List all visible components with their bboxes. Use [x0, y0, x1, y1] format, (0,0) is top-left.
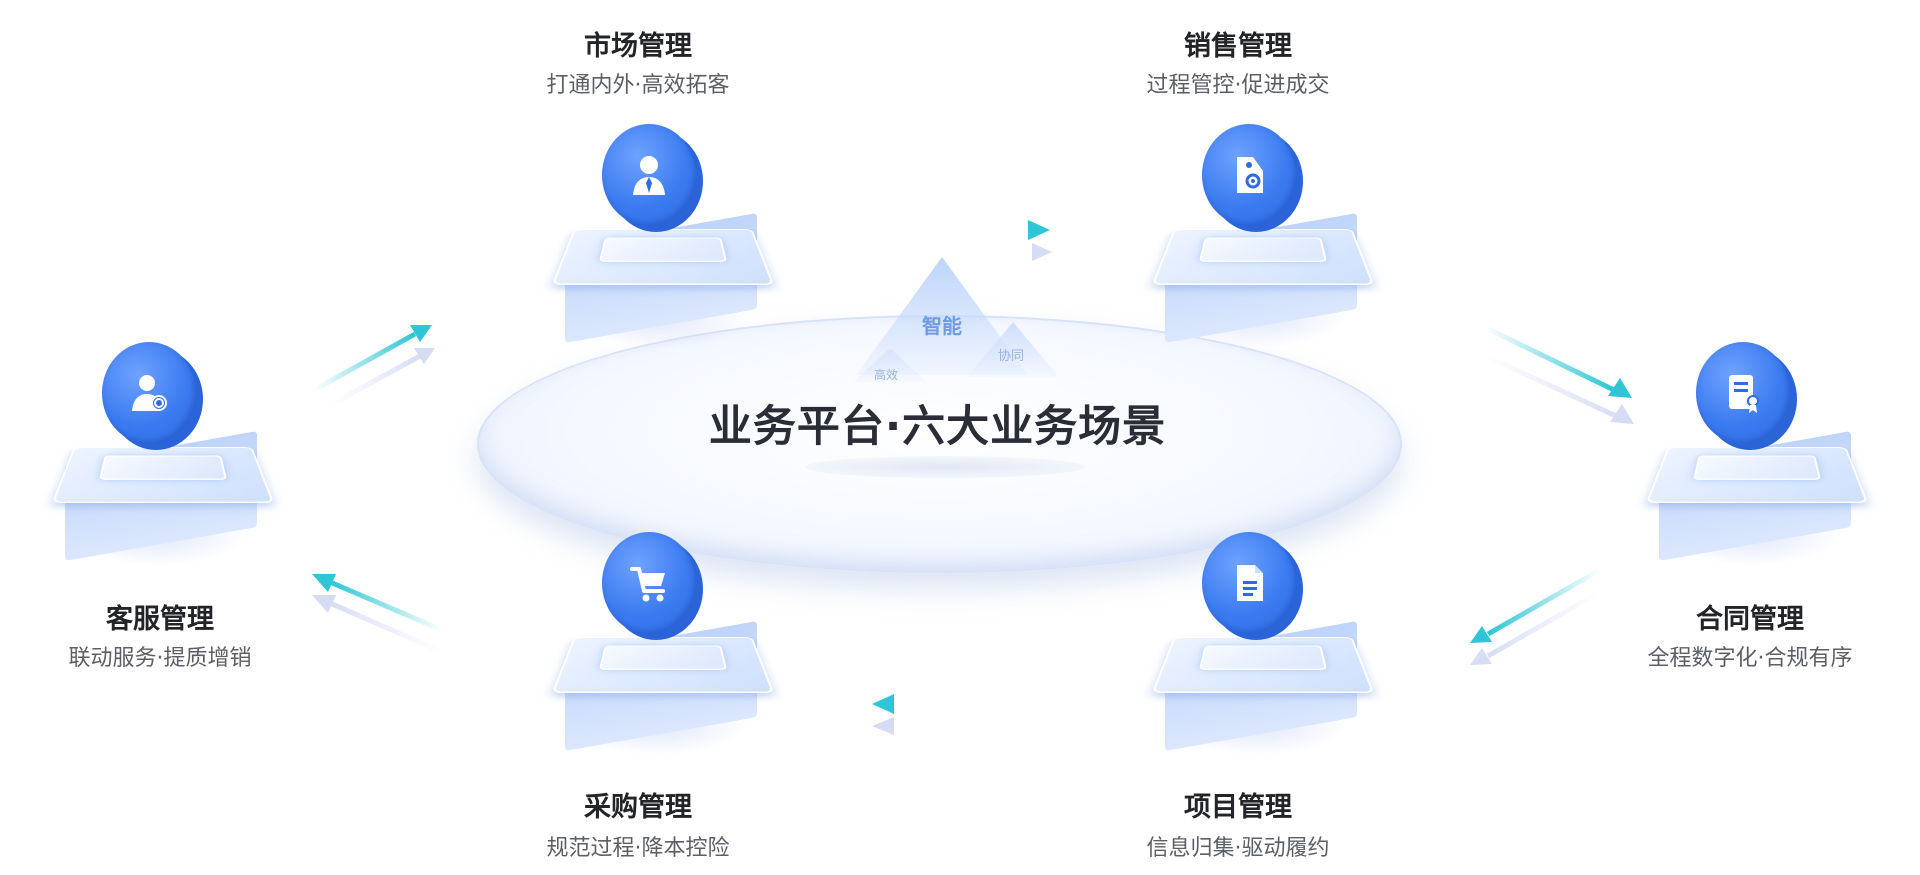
- arrow-project-to-purchase: [872, 694, 1058, 735]
- arrow-market-to-sales: [868, 220, 1052, 261]
- module-service-title: 客服管理: [106, 604, 214, 635]
- module-contract-title: 合同管理: [1696, 604, 1804, 635]
- center-title: 业务平台·六大业务场景: [708, 402, 1167, 452]
- user-tie-icon: [626, 150, 672, 200]
- arrow-sales-to-contract: [1482, 324, 1634, 424]
- module-purchase-title: 采购管理: [584, 792, 692, 823]
- module-market-subtitle: 打通内外·高效拓客: [546, 73, 730, 98]
- module-market-title: 市场管理: [584, 31, 692, 62]
- module-contract-subtitle: 全程数字化·合规有序: [1647, 646, 1853, 671]
- module-service[interactable]: [40, 342, 275, 606]
- arrow-service-to-market: [312, 325, 435, 408]
- document-icon: [1226, 558, 1272, 608]
- module-contract[interactable]: [1634, 342, 1869, 606]
- module-purchase-subtitle: 规范过程·降本控险: [546, 836, 730, 861]
- contract-document-icon: [1720, 368, 1766, 418]
- center-title-shadow: [805, 456, 1085, 478]
- peak-label-smart: 智能: [922, 314, 962, 338]
- module-purchase[interactable]: [540, 532, 775, 796]
- module-sales[interactable]: [1140, 124, 1375, 388]
- peak-label-collab: 协同: [997, 349, 1024, 364]
- module-project-subtitle: 信息归集·驱动履约: [1146, 836, 1330, 861]
- peak-label-efficient: 高效: [873, 368, 898, 382]
- module-market[interactable]: [540, 124, 775, 388]
- module-project-title: 项目管理: [1184, 792, 1292, 823]
- module-service-subtitle: 联动服务·提质增销: [68, 646, 252, 671]
- module-project[interactable]: [1140, 532, 1375, 796]
- module-sales-subtitle: 过程管控·促进成交: [1146, 73, 1330, 98]
- shopping-cart-icon: [626, 558, 672, 608]
- arrow-contract-to-project: [1470, 567, 1602, 665]
- price-tag-icon: [1226, 150, 1272, 200]
- module-sales-title: 销售管理: [1184, 31, 1292, 62]
- customer-service-icon: [126, 368, 172, 418]
- arrow-purchase-to-service: [312, 574, 444, 655]
